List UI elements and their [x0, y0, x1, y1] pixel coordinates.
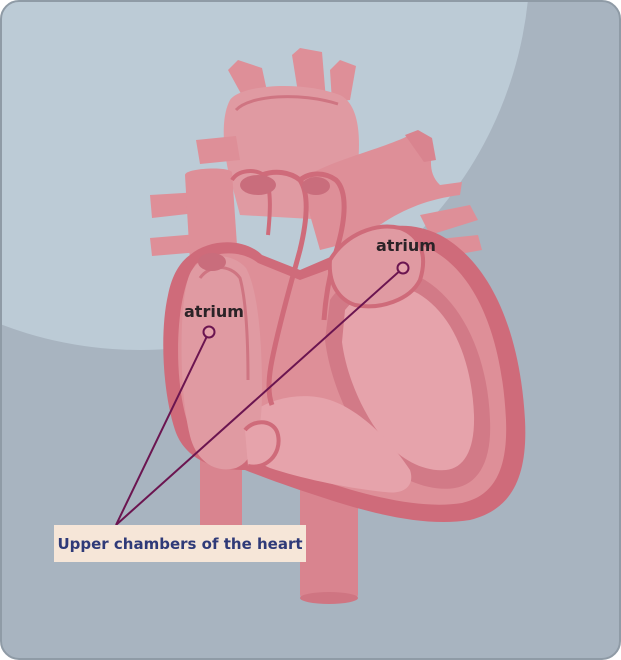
label-left-atrium: atrium	[376, 236, 436, 255]
marker-right-atrium	[202, 325, 216, 339]
pointer-line-left-atrium	[115, 267, 404, 526]
marker-left-atrium	[396, 261, 410, 275]
pointer-line-right-atrium	[115, 331, 210, 526]
pointer-lines	[115, 267, 404, 526]
label-right-atrium: atrium	[184, 302, 244, 321]
heart-illustration	[150, 48, 526, 604]
caption-box: Upper chambers of the heart	[54, 525, 306, 562]
caption-text: Upper chambers of the heart	[57, 534, 303, 553]
